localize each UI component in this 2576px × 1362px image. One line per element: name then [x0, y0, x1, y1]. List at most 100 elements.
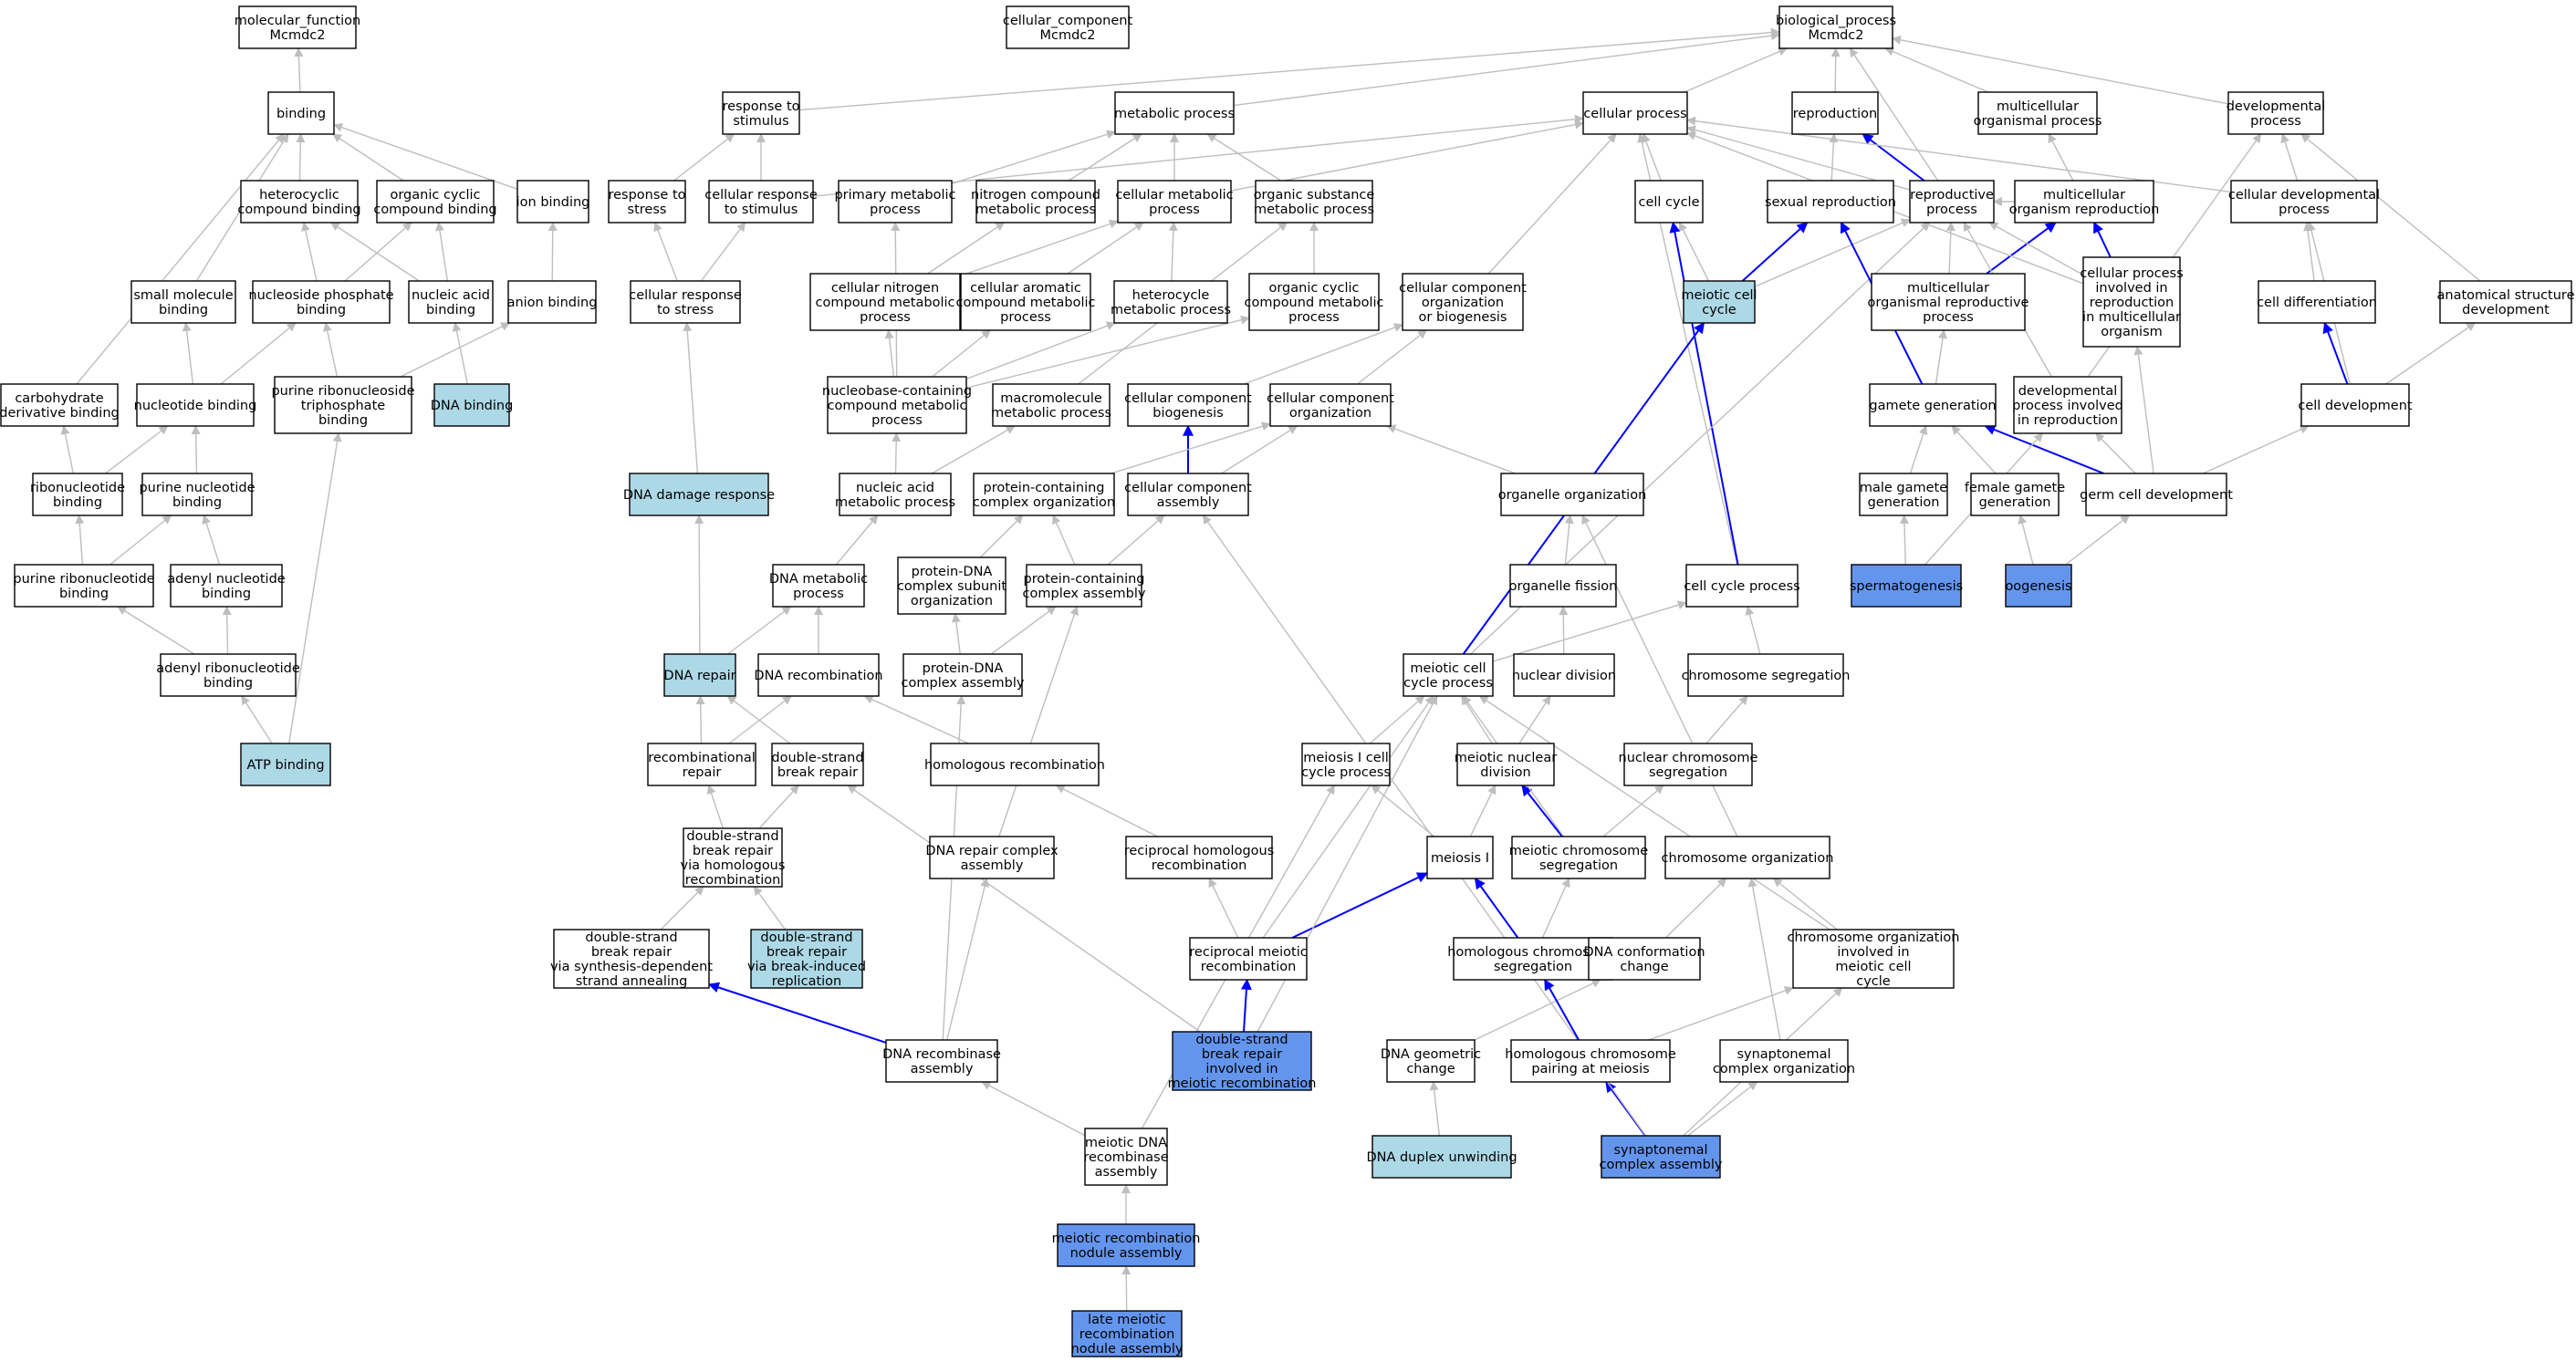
node-label: cycle [1856, 974, 1891, 989]
edge-germ-cell-development-to-cell-development [2202, 425, 2310, 474]
node-label: meiosis I [1431, 851, 1489, 866]
node-label: Mcmdc2 [1808, 28, 1863, 43]
node-label: anion binding [507, 296, 598, 310]
node-label: protein-DNA [912, 565, 993, 579]
node-box [1851, 564, 1962, 608]
edge-response-to-stress-to-response-to-stimulus [673, 133, 735, 182]
node-box [1970, 473, 2060, 516]
node-box [1125, 836, 1273, 879]
node-label: cycle process [1301, 765, 1391, 780]
node-label: assembly [961, 858, 1024, 873]
edge-female-gamete-generation-to-gamete-generation [1951, 425, 1997, 474]
node-label: repair [683, 765, 722, 780]
node-label: binding [159, 303, 208, 317]
node-box [14, 564, 154, 608]
node-box [1664, 836, 1830, 879]
node-label: DNA repair [663, 669, 735, 683]
node-label: meiotic cell [1681, 288, 1757, 303]
node-label: homologous recombination [924, 758, 1105, 773]
node-label: via break-induced [747, 960, 866, 974]
edge-metabolic-process-to-bp-root [1233, 31, 1780, 107]
node-label: organism [2101, 325, 2163, 339]
node-label: process [871, 413, 923, 428]
node-label: purine ribonucleotide [13, 572, 154, 587]
node-label: process [870, 203, 921, 217]
node-organelle-fission: organelle fission [1509, 564, 1617, 608]
edge-protein-containing-complex-organization-to-cellular-component-organization [1111, 421, 1271, 474]
edge-cellular-component-assembly-to-cellular-component-organization [1221, 425, 1298, 474]
node-box [1500, 473, 1644, 516]
node-label: cellular component [1124, 391, 1252, 406]
edge-adenyl-ribonucleotide-binding-to-purine-ribonucleotide-binding [117, 606, 195, 655]
node-box [1026, 564, 1142, 608]
node-dna-binding: DNA binding [431, 383, 513, 427]
node-label: developmental [2227, 99, 2326, 114]
node-label: involved in [2095, 281, 2167, 296]
node-label: cellular response [704, 188, 818, 203]
edge-dna-recombinase-assembly-to-dsb-repair-via-synthesis-dependent-strand-annealing [707, 982, 887, 1044]
node-label: compound binding [237, 203, 360, 217]
node-dna-repair: DNA repair [663, 653, 736, 697]
node-label: compound metabolic [816, 296, 955, 310]
node-label: multicellular [1997, 99, 2079, 114]
node-label: Mcmdc2 [269, 28, 325, 43]
node-organelle-organization: organelle organization [1498, 473, 1646, 516]
node-box [973, 473, 1115, 516]
node-label: synaptonemal [1613, 1143, 1707, 1158]
node-box [1588, 937, 1701, 981]
node-cellular-process: cellular process [1582, 91, 1688, 135]
edge-protein-dna-complex-assembly-to-protein-dna-complex-subunit-organization [951, 613, 961, 655]
edge-reproduction-to-bp-root [1830, 47, 1841, 93]
node-label: nitrogen compound [971, 188, 1100, 203]
node-box [2014, 180, 2154, 224]
edge-nucleotide-binding-to-small-molecule-binding [182, 322, 194, 385]
edge-late-meiotic-recombination-nodule-assembly-to-meiotic-recombination-nodule-assembly [1121, 1265, 1132, 1312]
node-box [1114, 91, 1235, 135]
edge-cellular-developmental-process-to-developmental-process [2280, 133, 2299, 182]
node-label: DNA conformation [1583, 945, 1705, 960]
node-label: stress [628, 203, 667, 217]
node-label: macromolecule [1000, 391, 1102, 406]
node-sexual-reproduction: sexual reproduction [1765, 180, 1896, 224]
edge-cellular-component-organization-or-biogenesis-to-cellular-process [1487, 133, 1617, 275]
edge-dsb-repair-via-homologous-recombination-to-recombinational-repair [706, 785, 724, 829]
node-label: binding [276, 107, 326, 121]
node-dna-duplex-unwinding: DNA duplex unwinding [1366, 1135, 1517, 1179]
edge-reproductive-process-to-reproduction [1862, 133, 1925, 182]
node-box [2300, 383, 2410, 427]
node-box [32, 473, 123, 516]
edge-dsb-repair-via-break-induced-replication-to-dsb-repair-via-homologous-recombination [753, 886, 787, 931]
node-box [2005, 564, 2072, 608]
node-label: break repair [1202, 1047, 1282, 1062]
edge-nucleic-acid-binding-to-heterocyclic-compound-binding [329, 222, 420, 282]
edge-atp-binding-to-adenyl-ribonucleotide-binding [241, 695, 273, 744]
node-label: double-strand [771, 751, 863, 765]
node-box [1403, 653, 1494, 697]
edge-chromosome-organization-involved-in-meiotic-cell-cycle-to-chromosome-organization [1772, 878, 1838, 931]
node-label: DNA geometric [1381, 1047, 1481, 1062]
edge-purine-ribonucleotide-binding-to-purine-nucleotide-binding [110, 515, 172, 566]
node-box [647, 743, 756, 786]
node-box [1371, 1135, 1512, 1179]
node-label: metabolic process [835, 495, 955, 510]
node-label: molecular_function [235, 14, 360, 28]
node-label: binding [202, 587, 251, 601]
edge-cellular-process-involved-in-reproduction-to-multicellular-organism-reproduction [2092, 221, 2112, 258]
edge-protein-containing-complex-assembly-to-protein-containing-complex-organization [1052, 515, 1076, 566]
node-label: protein-DNA [923, 661, 1004, 676]
node-label: recombinase [1083, 1150, 1168, 1165]
node-label: sexual reproduction [1765, 195, 1896, 210]
